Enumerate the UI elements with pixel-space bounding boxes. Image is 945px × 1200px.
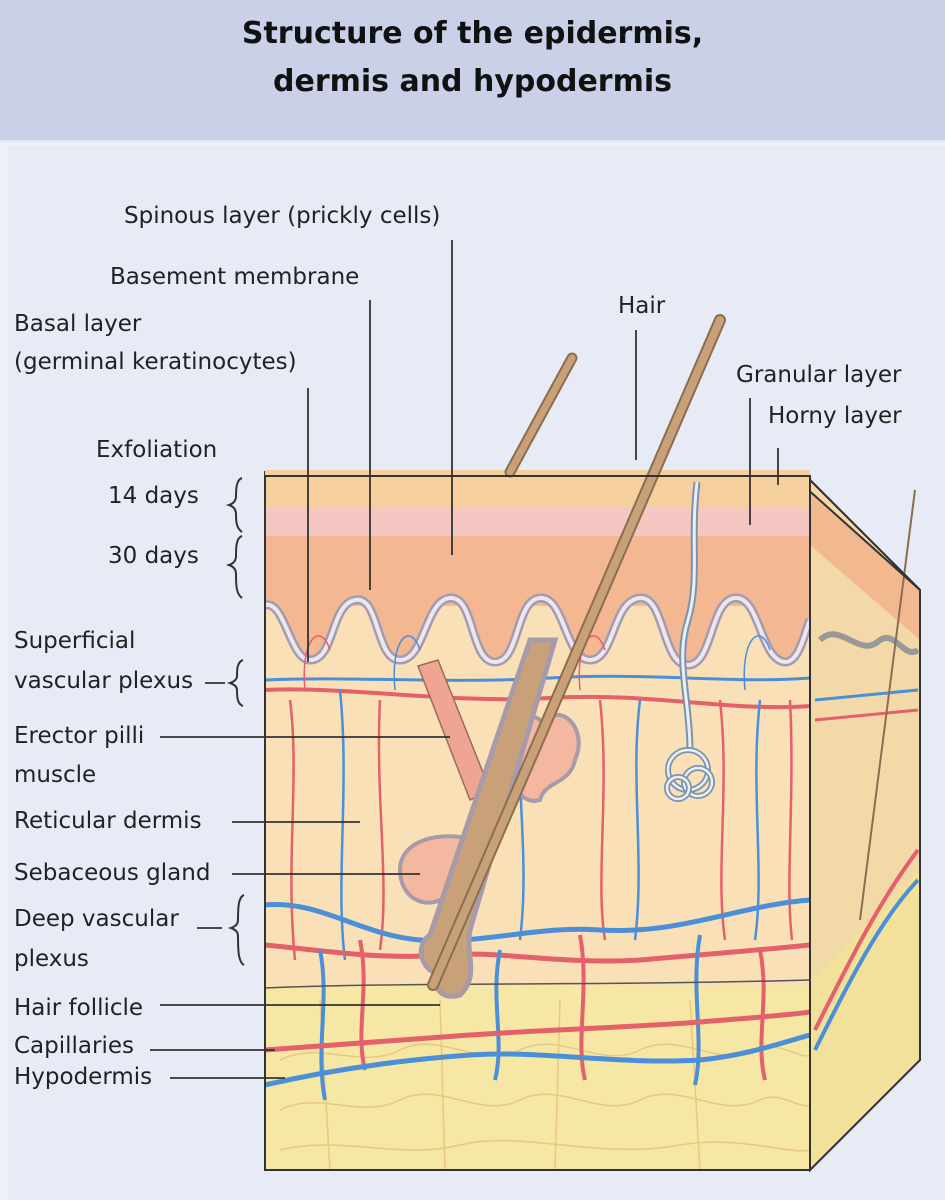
brace-14-days	[225, 477, 243, 533]
fat-cells	[279, 999, 810, 1170]
dermal-vessels	[288, 635, 794, 961]
label-erector-1: Erector pilli	[14, 723, 145, 749]
label-hair: Hair	[618, 293, 666, 319]
hair-follicle	[418, 637, 559, 999]
label-erector-2: muscle	[14, 762, 97, 788]
label-14-days: 14 days	[108, 483, 199, 509]
label-spinous-layer: Spinous layer (prickly cells)	[124, 203, 441, 229]
label-hypodermis: Hypodermis	[14, 1064, 153, 1090]
label-basal-layer-1: Basal layer	[14, 311, 142, 337]
label-exfoliation: Exfoliation	[96, 437, 218, 463]
label-deep-2: plexus	[14, 946, 89, 972]
leader-lines	[150, 240, 779, 1079]
label-granular-layer: Granular layer	[736, 362, 902, 388]
capillaries-line	[265, 1009, 810, 1053]
diagram-title-line-2: dermis and hypodermis	[273, 64, 672, 99]
label-basal-layer-2: (germinal keratinocytes)	[14, 349, 297, 375]
basement-membrane	[265, 536, 810, 665]
label-reticular-dermis: Reticular dermis	[14, 808, 202, 834]
label-basement-membrane: Basement membrane	[110, 264, 360, 290]
label-deep-1: Deep vascular	[14, 906, 179, 932]
sweat-gland	[664, 481, 715, 802]
hypodermis-layer	[265, 985, 810, 1170]
brace-superficial	[226, 659, 244, 707]
superficial-vein	[265, 674, 810, 682]
deep-vascular-plexus	[265, 897, 810, 1101]
front-face	[265, 470, 810, 1170]
diagram-title-line-1: Structure of the epidermis,	[241, 16, 704, 51]
label-superficial-2: vascular plexus	[14, 668, 194, 694]
braces	[225, 477, 245, 966]
label-hair-follicle: Hair follicle	[14, 995, 144, 1021]
label-sebaceous-gland: Sebaceous gland	[14, 860, 211, 886]
superficial-artery	[265, 687, 810, 710]
brace-deep	[227, 894, 245, 966]
brace-30-days	[225, 535, 243, 599]
title-banner: Structure of the epidermis, dermis and h…	[0, 0, 945, 143]
label-capillaries: Capillaries	[14, 1033, 134, 1059]
label-superficial-1: Superficial	[14, 628, 136, 654]
label-30-days: 30 days	[108, 543, 199, 569]
side-face	[809, 477, 921, 1173]
label-horny-layer: Horny layer	[768, 403, 902, 429]
